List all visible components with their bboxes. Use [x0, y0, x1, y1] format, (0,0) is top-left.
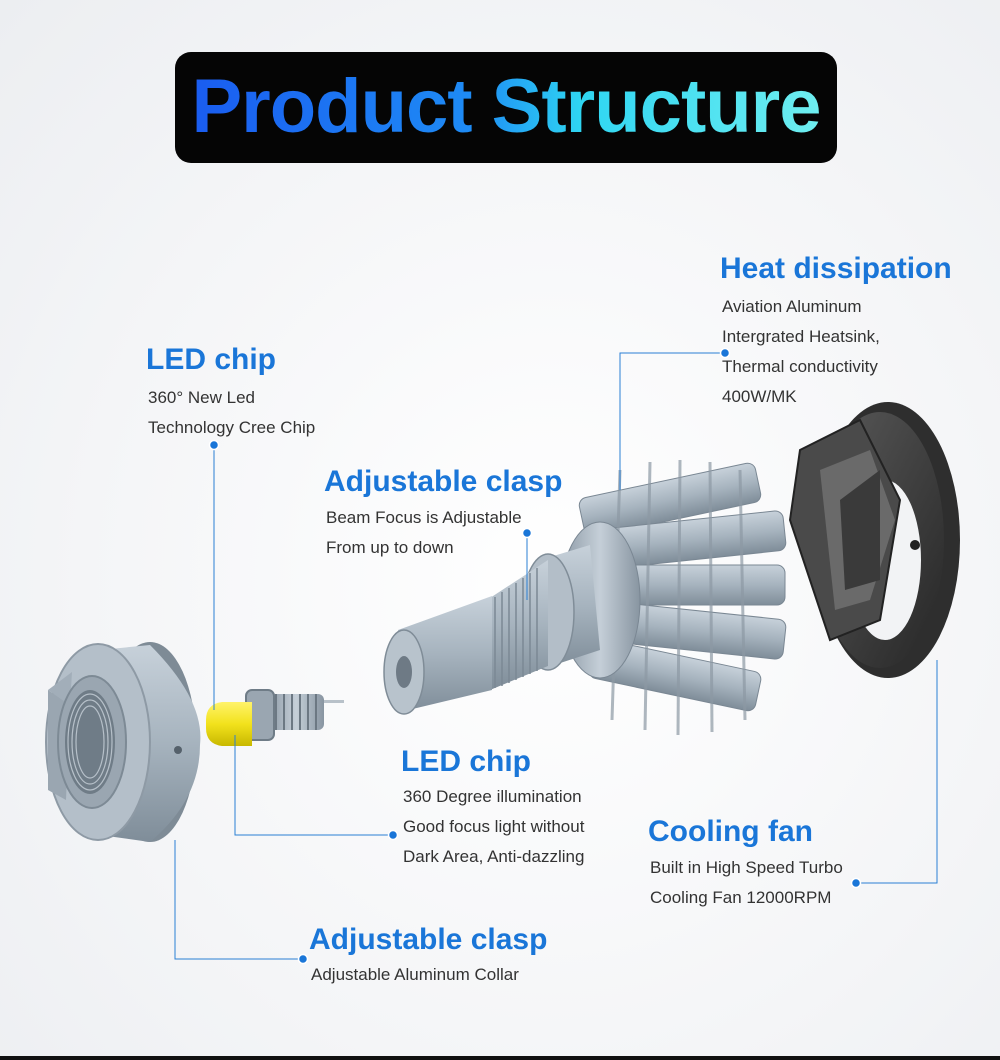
- adjustable-clasp-top-heading: Adjustable clasp: [324, 465, 563, 498]
- heat-dissipation-heading: Heat dissipation: [720, 252, 952, 285]
- aluminum-collar: [45, 642, 201, 842]
- led-chip-middle-heading: LED chip: [401, 745, 532, 778]
- cooling-fan-heading: Cooling fan: [648, 815, 813, 848]
- adjustable-clasp-top-description: Beam Focus is Adjustable From up to down: [326, 508, 522, 557]
- cooling-fan-description: Built in High Speed Turbo Cooling Fan 12…: [650, 858, 843, 907]
- page-title: Product Structure: [191, 62, 821, 152]
- led-chip-top-description: 360° New Led Technology Cree Chip: [148, 388, 316, 437]
- bottom-border: [0, 1056, 1000, 1060]
- cooling-fan-part: [788, 402, 960, 678]
- led-chip-part: [206, 689, 344, 746]
- title-banner: Product Structure: [175, 52, 837, 163]
- led-chip-top-heading: LED chip: [146, 343, 277, 376]
- leader-lines: [174, 352, 938, 960]
- adjustable-clasp-bottom-description: Adjustable Aluminum Collar: [311, 965, 519, 984]
- led-chip-middle-description: 360 Degree illumination Good focus light…: [403, 787, 585, 866]
- bulb-body: [383, 459, 787, 736]
- heat-dissipation-description: Aviation Aluminum Intergrated Heatsink, …: [722, 297, 880, 406]
- adjustable-clasp-bottom-heading: Adjustable clasp: [309, 923, 548, 956]
- leader-dots: [208, 347, 862, 965]
